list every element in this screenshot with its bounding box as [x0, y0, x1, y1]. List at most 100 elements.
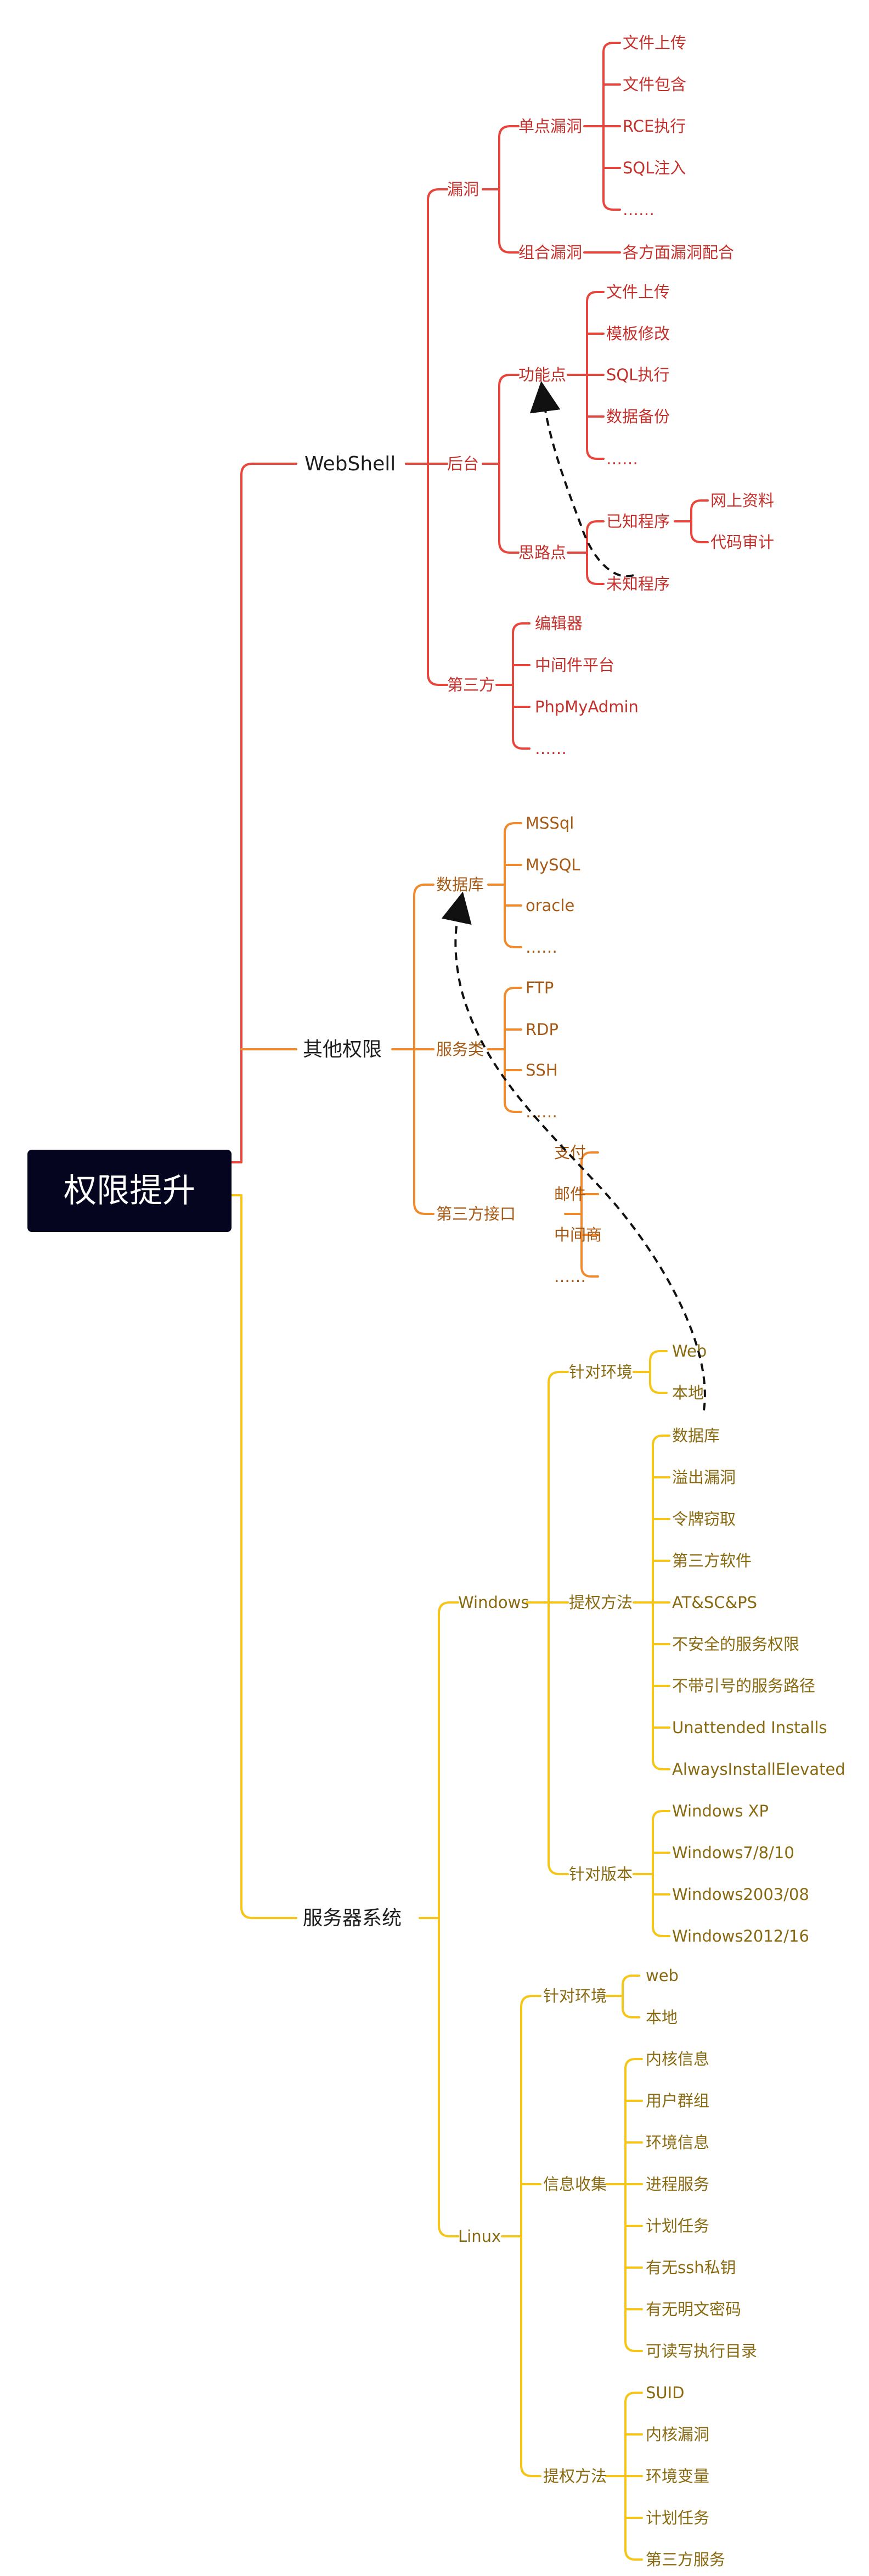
leaf-win-version-2[interactable]: Windows2003/08	[672, 1885, 809, 1904]
leaf-win-version-3[interactable]: Windows2012/16	[672, 1927, 809, 1945]
node-loudong[interactable]: 漏洞	[447, 180, 479, 199]
branch-other-permissions[interactable]: 其他权限	[303, 1038, 382, 1061]
leaf-linux-info-2[interactable]: 环境信息	[646, 2133, 709, 2152]
leaf-shujuku-1[interactable]: MySQL	[526, 856, 580, 874]
windows-to-children	[526, 1371, 569, 1875]
webshell-to-disanfang	[427, 463, 448, 686]
leaf-gongneng-4[interactable]: ……	[606, 449, 638, 468]
leaf-win-method-2[interactable]: 令牌窃取	[672, 1510, 736, 1528]
node-dandian[interactable]: 单点漏洞	[518, 117, 582, 136]
linux-method-to-children	[605, 2392, 643, 2561]
node-linux-method[interactable]: 提权方法	[543, 2467, 607, 2485]
node-win-env[interactable]: 针对环境	[569, 1363, 633, 1381]
leaf-gongneng-0[interactable]: 文件上传	[606, 283, 670, 301]
webshell-to-loudong	[405, 188, 448, 465]
node-yizhichengxu[interactable]: 已知程序	[606, 512, 670, 531]
leaf-gongneng-1[interactable]: 模板修改	[606, 324, 670, 343]
leaf-zuhe-0[interactable]: 各方面漏洞配合	[623, 243, 734, 262]
leaf-fuwulei-2[interactable]: SSH	[526, 1061, 558, 1079]
leaf-win-env-0[interactable]: Web	[672, 1342, 707, 1360]
leaf-linux-method-1[interactable]: 内核漏洞	[646, 2425, 709, 2444]
root-connector-server	[229, 1194, 297, 1919]
leaf-jiekou-2[interactable]: 中间商	[554, 1225, 602, 1244]
branch-server-system[interactable]: 服务器系统	[303, 1907, 402, 1930]
leaf-dandian-0[interactable]: 文件上传	[623, 33, 686, 52]
leaf-disanfang-2[interactable]: PhpMyAdmin	[535, 698, 639, 716]
jiekou-to-children	[564, 1151, 599, 1278]
leaf-linux-info-5[interactable]: 有无ssh私钥	[646, 2258, 736, 2277]
fuwulei-to-children	[487, 987, 522, 1113]
leaf-gongneng-3[interactable]: 数据备份	[606, 407, 670, 426]
leaf-dandian-2[interactable]: RCE执行	[623, 117, 686, 136]
leaf-win-version-0[interactable]: Windows XP	[672, 1802, 769, 1820]
leaf-jiekou-0[interactable]: 支付	[554, 1143, 586, 1162]
relation-arrow-web-to-database[interactable]	[441, 891, 706, 1411]
leaf-linux-info-1[interactable]: 用户群组	[646, 2091, 709, 2110]
leaf-linux-env-0[interactable]: web	[646, 1966, 679, 1985]
leaf-fuwulei-1[interactable]: RDP	[526, 1020, 558, 1039]
leaf-win-method-8[interactable]: AlwaysInstallElevated	[672, 1760, 845, 1779]
node-win-version[interactable]: 针对版本	[569, 1865, 633, 1883]
leaf-win-method-5[interactable]: 不安全的服务权限	[672, 1635, 799, 1653]
leaf-yizhi-1[interactable]: 代码审计	[710, 533, 774, 552]
leaf-win-version-1[interactable]: Windows7/8/10	[672, 1843, 794, 1862]
leaf-linux-info-4[interactable]: 计划任务	[646, 2217, 709, 2235]
node-linux-info[interactable]: 信息收集	[543, 2175, 607, 2193]
leaf-linux-method-4[interactable]: 第三方服务	[646, 2550, 725, 2569]
leaf-win-method-3[interactable]: 第三方软件	[672, 1551, 752, 1570]
leaf-win-env-1[interactable]: 本地	[672, 1383, 704, 1402]
node-linux[interactable]: Linux	[458, 2227, 501, 2246]
node-zuhe[interactable]: 组合漏洞	[518, 243, 582, 262]
leaf-win-method-4[interactable]: AT&SC&PS	[672, 1593, 757, 1612]
leaf-disanfang-1[interactable]: 中间件平台	[535, 656, 614, 674]
node-linux-env[interactable]: 针对环境	[543, 1987, 607, 2005]
leaf-jiekou-1[interactable]: 邮件	[554, 1185, 586, 1203]
root-label: 权限提升	[64, 1172, 195, 1210]
gongnengdian-to-children	[567, 291, 605, 460]
node-silvdian[interactable]: 思路点	[518, 543, 566, 562]
leaf-fuwulei-3[interactable]: ……	[526, 1103, 557, 1121]
leaf-gongneng-2[interactable]: SQL执行	[606, 365, 669, 384]
houtai-to-children	[482, 374, 520, 554]
node-win-method[interactable]: 提权方法	[569, 1593, 633, 1612]
leaf-yizhi-0[interactable]: 网上资料	[710, 491, 774, 510]
node-fuwulei[interactable]: 服务类	[436, 1040, 484, 1059]
node-windows[interactable]: Windows	[458, 1593, 529, 1612]
leaf-linux-info-6[interactable]: 有无明文密码	[646, 2300, 741, 2319]
linux-env-to-children	[605, 1975, 640, 2018]
leaf-linux-method-3[interactable]: 计划任务	[646, 2508, 709, 2527]
leaf-linux-method-2[interactable]: 环境变量	[646, 2467, 709, 2485]
leaf-shujuku-2[interactable]: oracle	[526, 896, 574, 915]
leaf-linux-method-0[interactable]: SUID	[646, 2383, 685, 2402]
root-node[interactable]: 权限提升	[27, 1150, 232, 1232]
leaf-disanfang-0[interactable]: 编辑器	[535, 614, 583, 633]
branch-webshell[interactable]: WebShell	[304, 453, 396, 475]
leaf-disanfang-3[interactable]: ……	[535, 739, 567, 758]
silvdian-to-children	[567, 520, 605, 585]
node-disanfang[interactable]: 第三方	[447, 676, 495, 694]
leaf-win-method-7[interactable]: Unattended Installs	[672, 1718, 827, 1737]
node-shujuku[interactable]: 数据库	[436, 875, 484, 894]
leaf-dandian-4[interactable]: ……	[623, 200, 654, 219]
leaf-dandian-3[interactable]: SQL注入	[623, 159, 686, 177]
node-jiekou[interactable]: 第三方接口	[436, 1205, 516, 1223]
leaf-linux-info-7[interactable]: 可读写执行目录	[646, 2342, 757, 2360]
leaf-linux-env-1[interactable]: 本地	[646, 2008, 678, 2027]
yizhi-to-children	[674, 499, 709, 543]
leaf-dandian-1[interactable]: 文件包含	[623, 75, 686, 94]
leaf-win-method-6[interactable]: 不带引号的服务路径	[672, 1677, 815, 1695]
leaf-shujuku-0[interactable]: MSSql	[526, 814, 574, 833]
leaf-win-method-1[interactable]: 溢出漏洞	[672, 1468, 736, 1487]
leaf-linux-info-3[interactable]: 进程服务	[646, 2175, 709, 2193]
root-connector-webshell	[229, 463, 297, 1163]
leaf-jiekou-3[interactable]: ……	[554, 1267, 586, 1286]
node-weizhichengxu[interactable]: 未知程序	[606, 575, 670, 593]
server-to-children	[419, 1601, 459, 2237]
leaf-linux-info-0[interactable]: 内核信息	[646, 2050, 709, 2068]
leaf-win-method-0[interactable]: 数据库	[672, 1426, 720, 1445]
leaf-fuwulei-0[interactable]: FTP	[526, 978, 554, 997]
leaf-shujuku-3[interactable]: ……	[526, 938, 557, 957]
node-houtai[interactable]: 后台	[447, 454, 479, 473]
node-gongnengdian[interactable]: 功能点	[518, 365, 566, 384]
relation-arrow-unknown-to-feature[interactable]	[529, 381, 634, 577]
